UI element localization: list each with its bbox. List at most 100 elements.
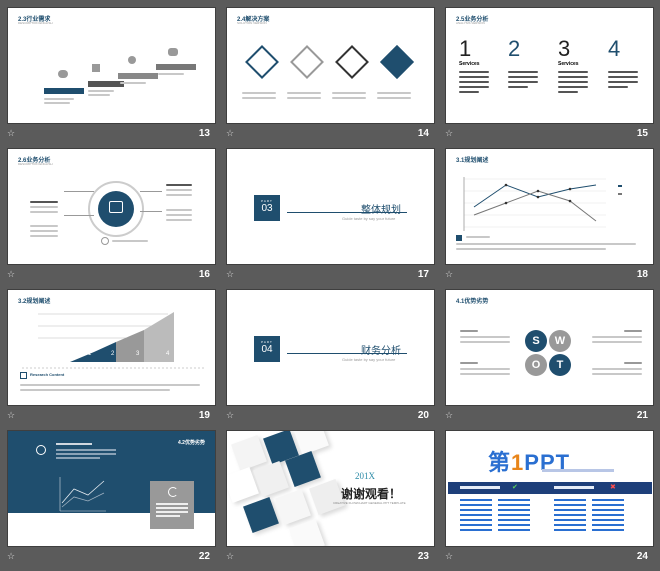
text-line: [558, 71, 588, 73]
slide-14[interactable]: 2.4解决方案 SOLUTION VERSION: [226, 7, 435, 124]
text-line: [242, 92, 276, 94]
text-line: [608, 76, 638, 78]
icon-box: [92, 64, 100, 72]
services-label: Services: [459, 61, 480, 67]
text-line: [592, 373, 642, 375]
step-bar: [156, 64, 196, 70]
star-icon[interactable]: ☆: [7, 551, 16, 561]
text-line: [456, 243, 636, 245]
text-line: [592, 336, 642, 338]
text-line: [459, 71, 489, 73]
slide-16[interactable]: 2.6业务分析 DESCRIPTION ENGLISH: [7, 148, 216, 265]
brand-logo: 第1PPT: [488, 445, 570, 477]
star-icon[interactable]: ☆: [226, 128, 235, 138]
card-text: [156, 515, 180, 517]
text-line: [88, 94, 110, 96]
text-line: [460, 373, 510, 375]
part-box: PART 03: [254, 195, 280, 221]
text-line: [608, 71, 638, 73]
star-icon[interactable]: ☆: [226, 410, 235, 420]
slide-21[interactable]: 4.1优势劣势 S W O T: [445, 289, 654, 406]
star-icon[interactable]: ☆: [226, 269, 235, 279]
slide-subtitle: ANALYSIS VERSION: [456, 21, 485, 25]
slide-18[interactable]: 3.1规划阐述: [445, 148, 654, 265]
link-column: [498, 499, 530, 531]
slide-number: 13: [198, 128, 210, 139]
text-line: [112, 240, 148, 242]
slide-24[interactable]: 第1PPT ✔ ✖: [445, 430, 654, 547]
star-icon[interactable]: ☆: [7, 128, 16, 138]
text-line: [287, 92, 321, 94]
text-line: [459, 76, 489, 78]
slide-title: 3.1规划阐述: [456, 158, 489, 164]
text-line: [624, 330, 642, 332]
diamond-icon: [335, 45, 369, 79]
slide-23[interactable]: 201X 谢谢观看！ CREATIVE FLOWCHART GENERAL PP…: [226, 430, 435, 547]
slide-number: 21: [636, 410, 648, 421]
star-icon[interactable]: ☆: [445, 269, 454, 279]
connector: [140, 191, 162, 192]
slide-19[interactable]: 3.2规划阐述 1 2 3 4 Research Content: [7, 289, 216, 406]
text-line: [508, 86, 528, 88]
star-icon[interactable]: ☆: [445, 410, 454, 420]
star-icon[interactable]: ☆: [445, 551, 454, 561]
slide-title: 2.3行业需求: [18, 17, 51, 23]
big-digit: 3: [558, 36, 571, 61]
brand-tagline: [542, 469, 614, 472]
card-text: [156, 507, 188, 509]
slide-13[interactable]: 2.3行业需求 DESCRIPTION ENGLISH: [7, 7, 216, 124]
slide-number: 15: [636, 128, 648, 139]
text-line: [558, 91, 578, 93]
text-line: [88, 90, 114, 92]
slide-title: 2.5业务分析: [456, 17, 489, 23]
card-text: [156, 511, 188, 513]
text-line: [459, 81, 489, 83]
star-icon[interactable]: ☆: [445, 128, 454, 138]
text-line: [332, 97, 366, 99]
tablet-icon: [109, 201, 123, 213]
section-rule: [287, 353, 407, 354]
slide-title: 2.6业务分析: [18, 158, 51, 164]
step-bar: [88, 81, 124, 87]
text-line: [332, 92, 366, 94]
text-line: [158, 73, 184, 75]
thanks-text: 谢谢观看！: [341, 487, 402, 501]
text-line: [30, 201, 58, 203]
slide-15[interactable]: 2.5业务分析 ANALYSIS VERSION 1 2 3 4 Service…: [445, 7, 654, 124]
slide-20[interactable]: PART 04 财务分析 Guide taste by say your fut…: [226, 289, 435, 406]
section-subtitle: Guide taste by say your future: [342, 216, 396, 221]
text-line: [624, 362, 642, 364]
slide-title: 3.2规划阐述: [18, 299, 51, 305]
slide-number: 14: [417, 128, 429, 139]
text-line: [508, 76, 538, 78]
text-line: [242, 97, 276, 99]
big-digit: 4: [608, 36, 621, 61]
cube: [275, 489, 311, 525]
cube: [289, 519, 325, 546]
band-text: [56, 453, 116, 455]
slide-number: 24: [636, 551, 648, 562]
section-rule: [287, 212, 407, 213]
step-bar: [44, 88, 84, 94]
brand-prefix: 第: [488, 450, 512, 475]
slide-17[interactable]: PART 03 整体规划 Guide taste by say your fut…: [226, 148, 435, 265]
slide-subtitle: SOLUTION VERSION: [237, 21, 267, 25]
text-line: [120, 82, 146, 84]
header-text: [554, 486, 594, 489]
line-chart: [463, 177, 622, 231]
text-line: [558, 76, 588, 78]
slide-number: 18: [636, 269, 648, 280]
slide-22[interactable]: 4.2优势劣势: [7, 430, 216, 547]
text-line: [377, 92, 411, 94]
slide-number: 19: [198, 410, 210, 421]
slide-number: 16: [198, 269, 210, 280]
ring-center: [98, 191, 134, 227]
star-icon[interactable]: ☆: [226, 551, 235, 561]
text-line: [592, 341, 642, 343]
bar-number: 4: [166, 351, 170, 357]
band-text: [56, 457, 100, 459]
part-number: 04: [261, 344, 273, 355]
star-icon[interactable]: ☆: [7, 269, 16, 279]
star-icon[interactable]: ☆: [7, 410, 16, 420]
text-line: [459, 91, 479, 93]
